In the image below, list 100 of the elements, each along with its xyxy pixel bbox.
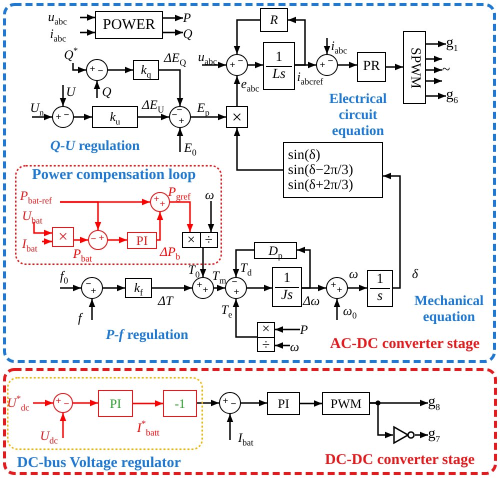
arrow — [275, 326, 300, 333]
transfer-block — [403, 31, 426, 104]
multiply-divide-block — [257, 322, 275, 352]
arrow — [232, 299, 257, 338]
arrow — [60, 201, 102, 230]
signal-label: U$_{n}$ — [30, 100, 50, 115]
arrow — [80, 29, 95, 36]
signal-label: U — [66, 84, 78, 99]
arrow — [33, 222, 52, 236]
signal-label: ΔT — [158, 293, 173, 308]
arrow — [163, 14, 183, 22]
transfer-block — [98, 390, 133, 417]
signal-label: T$_{0}$ — [188, 262, 200, 277]
formula-block — [283, 142, 383, 198]
operator-symbol: × — [186, 233, 196, 247]
signal-label: ~ — [442, 57, 454, 83]
summing-junction — [316, 54, 338, 76]
sign-symbol: − — [98, 66, 104, 76]
signal-label: Δω — [303, 293, 320, 308]
formula-line: sin(δ+2π/3) — [288, 178, 354, 192]
sign-symbol: + — [90, 286, 96, 296]
arrow — [163, 29, 183, 36]
transfer-block — [125, 278, 152, 298]
signal-label: T$_{d}$ — [240, 260, 252, 275]
multiply-divide-block — [182, 232, 218, 248]
block-text: PWM — [330, 396, 362, 412]
signal-label: g$_{7}$ — [428, 427, 448, 442]
signal-label: U$_{dc}$ — [40, 428, 62, 443]
transfer-block — [92, 106, 138, 128]
signal-label: ΔP$_{b}$ — [160, 244, 180, 259]
signal-label: g$_{1}$ — [446, 36, 464, 51]
arrow — [234, 128, 283, 171]
arrow — [88, 299, 96, 320]
summing-junction — [225, 277, 247, 299]
signal-label: P$_{gref}$ — [168, 184, 190, 199]
transfer-block — [260, 8, 288, 32]
arrow — [415, 432, 428, 438]
summing-junction — [192, 277, 214, 299]
arrow — [72, 63, 86, 74]
transfer-block — [357, 52, 386, 82]
arrow — [234, 76, 240, 106]
sign-symbol: − — [172, 110, 178, 120]
arrow — [103, 284, 125, 292]
arrow — [275, 342, 290, 349]
arrow — [42, 238, 52, 245]
sign-symbol: + — [56, 396, 62, 406]
arrow — [234, 19, 260, 54]
block-text: PR — [362, 59, 380, 75]
signal-label: f$_{0}$ — [60, 268, 74, 283]
signal-label: P$_{bat}$ — [73, 246, 92, 261]
summing-junction — [219, 392, 241, 414]
arrow — [370, 402, 393, 438]
formula-line: sin(δ−2π/3) — [288, 162, 354, 178]
transfer-block — [322, 392, 370, 415]
arrow — [334, 299, 340, 320]
arrow — [74, 114, 92, 120]
arrow — [170, 201, 194, 232]
arrow — [300, 400, 322, 407]
summing-junction — [88, 230, 108, 250]
arrow — [226, 414, 234, 440]
signal-label: f — [78, 310, 88, 325]
signal-label: ΔE$_{Q}$ — [164, 50, 186, 65]
transfer-block — [163, 390, 197, 417]
arrow — [176, 128, 184, 152]
arrow — [232, 249, 254, 277]
section-label: Mechanical equation — [413, 294, 485, 326]
signal-label: I$_{bat}$ — [238, 430, 260, 445]
denominator: Js — [275, 286, 299, 304]
arrow — [60, 85, 66, 106]
arrow — [94, 81, 100, 98]
sign-symbol: − — [86, 280, 92, 290]
sign-symbol: − — [90, 234, 96, 244]
arrow — [73, 400, 98, 406]
signal-label: ω$_{0}$ — [343, 303, 359, 318]
arrow — [383, 172, 401, 289]
signal-label: P — [300, 322, 314, 337]
summing-junction — [150, 192, 170, 212]
signal-label: Q — [183, 26, 197, 41]
signal-label: i$_{abcref}$ — [297, 69, 324, 84]
sign-symbol: − — [176, 106, 182, 116]
sign-symbol: + — [234, 288, 240, 298]
arrow — [208, 201, 214, 232]
denominator: s — [370, 288, 390, 305]
summing-junction — [52, 106, 74, 128]
sign-symbol: − — [232, 278, 238, 288]
arrow — [191, 114, 226, 120]
arrow — [426, 56, 442, 62]
dashed-frame — [3, 368, 497, 475]
sign-symbol: − — [230, 400, 236, 410]
sign-symbol: + — [222, 396, 228, 406]
multiplier-block — [52, 227, 74, 247]
section-label: Q-U regulation — [49, 139, 141, 155]
arrow — [33, 400, 53, 406]
signal-label: I$_{bat}$ — [22, 236, 42, 251]
arrow — [80, 14, 95, 21]
signal-label: δ — [412, 266, 418, 281]
sign-symbol: + — [160, 200, 166, 210]
arrow — [152, 284, 192, 292]
signal-label: ω — [205, 187, 217, 202]
signal-label: P — [183, 10, 197, 25]
